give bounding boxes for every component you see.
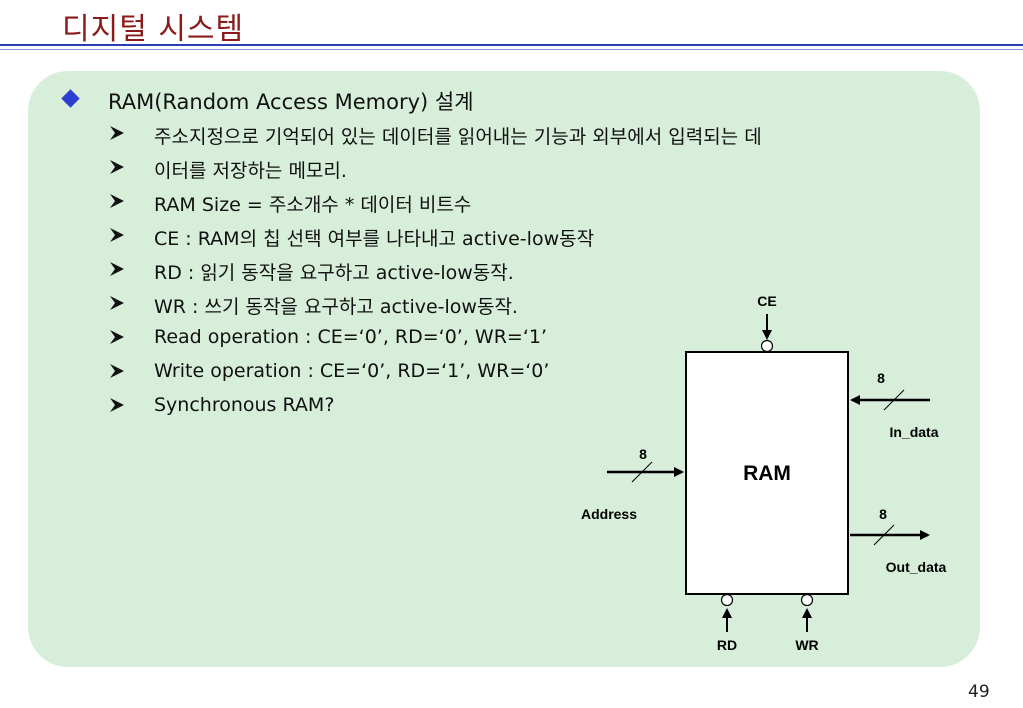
out-data-label: Out_data bbox=[886, 559, 947, 575]
slide-title: 디지털 시스템 bbox=[62, 12, 245, 47]
sub-bullet-text: RD : 읽기 동작을 요구하고 active-low동작. bbox=[154, 262, 514, 284]
in-data-bus-slash bbox=[883, 389, 905, 411]
ram-block-label: RAM bbox=[743, 462, 791, 485]
title-rule bbox=[0, 44, 1023, 46]
sub-bullet-text: Synchronous RAM? bbox=[154, 394, 335, 416]
wr-label: WR bbox=[795, 637, 818, 653]
arrowhead-bullet-icon bbox=[110, 364, 124, 378]
sub-bullet-text: 주소지정으로 기억되어 있는 데이터를 읽어내는 기능과 외부에서 입력되는 데 bbox=[154, 126, 762, 148]
address-label: Address bbox=[581, 506, 637, 522]
arrowhead-bullet-icon bbox=[110, 228, 124, 242]
rd-bubble bbox=[720, 593, 734, 607]
sub-bullet-text: CE : RAM의 칩 선택 여부를 나타내고 active-low동작 bbox=[154, 228, 595, 250]
sub-bullet-text: WR : 쓰기 동작을 요구하고 active-low동작. bbox=[154, 296, 518, 318]
arrowhead-bullet-icon bbox=[110, 398, 124, 412]
address-bus-slash bbox=[631, 461, 653, 483]
rd-label: RD bbox=[717, 637, 737, 653]
in-data-width: 8 bbox=[877, 370, 885, 386]
out-data-width: 8 bbox=[879, 506, 887, 522]
ce-bubble bbox=[760, 339, 774, 353]
sub-bullet-text: 이터를 저장하는 메모리. bbox=[154, 160, 347, 182]
arrowhead-bullet-icon bbox=[110, 160, 124, 174]
out-data-bus-slash bbox=[873, 524, 895, 546]
ce-label: CE bbox=[757, 293, 776, 309]
main-bullet-text: RAM(Random Access Memory) 설계 bbox=[108, 90, 474, 114]
arrowhead-bullet-icon bbox=[110, 194, 124, 208]
page-number: 49 bbox=[968, 682, 990, 702]
sub-bullet-text: Write operation : CE=‘0’, RD=‘1’, WR=‘0’ bbox=[154, 360, 550, 382]
sub-bullet-text: RAM Size = 주소개수 * 데이터 비트수 bbox=[154, 194, 472, 216]
in-data-label: In_data bbox=[889, 424, 938, 440]
arrowhead-bullet-icon bbox=[110, 126, 124, 140]
ram-block bbox=[685, 351, 849, 595]
arrowhead-bullet-icon bbox=[110, 296, 124, 310]
wr-bubble bbox=[800, 593, 814, 607]
sub-bullet-text: Read operation : CE=‘0’, RD=‘0’, WR=‘1’ bbox=[154, 326, 547, 348]
arrowhead-bullet-icon bbox=[110, 330, 124, 344]
arrowhead-bullet-icon bbox=[110, 262, 124, 276]
address-width: 8 bbox=[639, 446, 647, 462]
title-rule-thin bbox=[0, 49, 1023, 50]
